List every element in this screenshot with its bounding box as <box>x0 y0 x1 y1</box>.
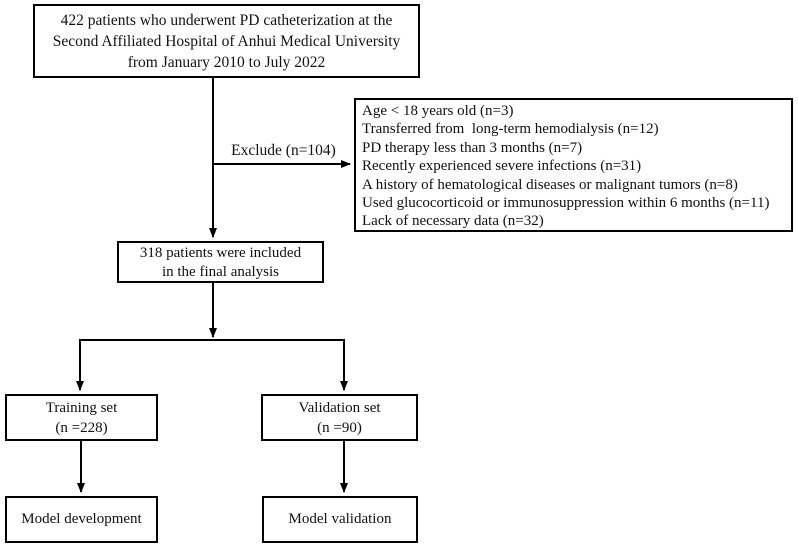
box-line: in the final analysis <box>161 264 280 280</box>
box-eligible-patients: 422 patients who underwent PD catheteriz… <box>33 4 420 78</box>
box-included-patients: 318 patients were included in the final … <box>117 241 324 283</box>
exclusion-item: Age < 18 years old (n=3) <box>362 103 514 119</box>
box-line: from January 2010 to July 2022 <box>127 54 326 71</box>
box-line: (n =90) <box>317 420 362 436</box>
box-line: Training set <box>45 400 118 416</box>
exclusion-item: Lack of necessary data (n=32) <box>362 213 544 230</box>
exclusion-item: A history of hematological diseases or m… <box>362 176 738 193</box>
exclude-label: Exclude (n=104) <box>231 142 336 159</box>
exclusion-item: PD therapy less than 3 months (n=7) <box>362 139 583 156</box>
box-line: Model development <box>21 511 142 527</box>
box-line: 318 patients were included <box>139 245 302 261</box>
box-model-development: Model development <box>5 496 158 543</box>
box-line: Model validation <box>288 511 392 527</box>
box-line: Validation set <box>298 400 381 416</box>
box-line: 422 patients who underwent PD catheteriz… <box>60 12 393 29</box>
box-line: Second Affiliated Hospital of Anhui Medi… <box>52 33 401 50</box>
box-model-validation: Model validation <box>262 496 418 543</box>
exclusion-item: Used glucocorticoid or immunosuppression… <box>362 195 770 212</box>
box-training-set: Training set (n =228) <box>5 394 158 441</box>
exclusion-item: Recently experienced severe infections (… <box>362 158 642 175</box>
box-exclusion-reasons: Age < 18 years old (n=3) Transferred fro… <box>354 98 793 232</box>
exclusion-item: Transferred from long-term hemodialysis … <box>362 121 659 138</box>
box-validation-set: Validation set (n =90) <box>261 394 418 441</box>
box-line: (n =228) <box>55 420 108 436</box>
